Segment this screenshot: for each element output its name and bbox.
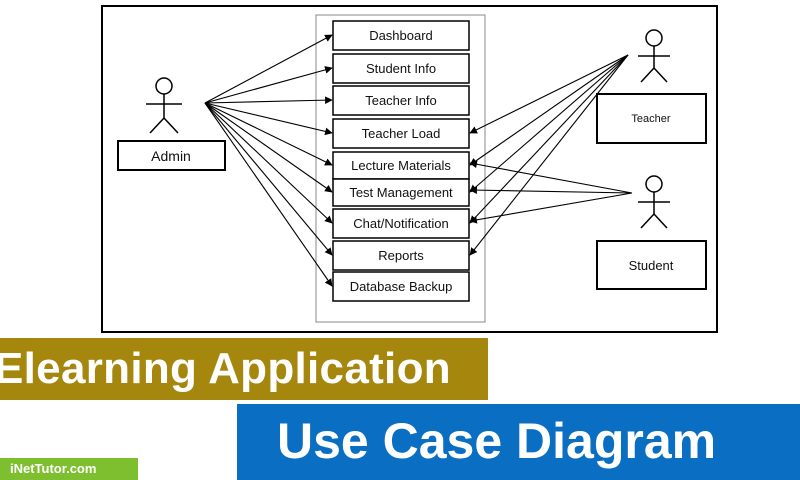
use-case-label: Lecture Materials <box>351 158 451 173</box>
actor-student-box <box>596 240 707 290</box>
teacher-association-arrow <box>469 54 629 166</box>
actor-admin <box>146 77 182 134</box>
admin-association-arrow <box>204 66 333 104</box>
use-case-label: Reports <box>378 248 424 263</box>
use-case-database-backup: Database Backup <box>332 271 470 302</box>
title-banner: Elearning Application <box>0 338 488 400</box>
actor-teacher <box>638 29 670 83</box>
admin-association-arrow <box>204 102 333 136</box>
teacher-association-arrow <box>469 54 629 256</box>
admin-association-arrow <box>204 102 333 193</box>
student-association-arrow <box>469 186 633 194</box>
actor-admin-label: Admin <box>151 148 191 164</box>
use-case-reports: Reports <box>332 240 470 271</box>
admin-association-arrow <box>204 96 333 105</box>
use-case-lecture-materials: Lecture Materials <box>332 151 470 180</box>
subtitle-banner: Use Case Diagram <box>237 404 800 480</box>
banner-title-text: Elearning Application <box>0 344 451 393</box>
use-case-label: Teacher Load <box>362 126 441 141</box>
admin-association-arrow <box>204 102 333 287</box>
use-case-teacher-info: Teacher Info <box>332 85 470 116</box>
use-case-student-info: Student Info <box>332 53 470 84</box>
admin-association-arrow <box>204 102 333 166</box>
teacher-association-arrow <box>469 54 629 134</box>
actor-teacher-label: Teacher <box>631 113 670 125</box>
teacher-association-arrow <box>469 54 629 224</box>
use-case-label: Dashboard <box>369 28 433 43</box>
association-arrows <box>204 34 633 287</box>
admin-association-arrow <box>204 102 333 224</box>
use-case-label: Student Info <box>366 61 436 76</box>
use-case-chat-notification: Chat/Notification <box>332 208 470 239</box>
use-case-test-management: Test Management <box>332 178 470 207</box>
actor-student <box>638 175 670 229</box>
teacher-association-arrow <box>469 54 629 193</box>
admin-association-arrow <box>204 34 333 104</box>
watermark: iNetTutor.com <box>0 458 138 480</box>
use-case-label: Database Backup <box>350 279 453 294</box>
watermark-text: iNetTutor.com <box>10 461 97 476</box>
use-case-label: Chat/Notification <box>353 216 448 231</box>
actor-student-label: Student <box>629 258 674 273</box>
use-case-teacher-load: Teacher Load <box>332 118 470 149</box>
actor-admin-box <box>117 140 226 171</box>
use-case-dashboard: Dashboard <box>332 20 470 51</box>
banner-subtitle-text: Use Case Diagram <box>277 413 717 469</box>
student-association-arrow <box>469 192 633 224</box>
actor-teacher-box <box>596 93 707 144</box>
use-case-label: Test Management <box>349 185 453 200</box>
student-association-arrow <box>469 160 633 194</box>
use-case-label: Teacher Info <box>365 93 437 108</box>
admin-association-arrow <box>204 102 333 256</box>
